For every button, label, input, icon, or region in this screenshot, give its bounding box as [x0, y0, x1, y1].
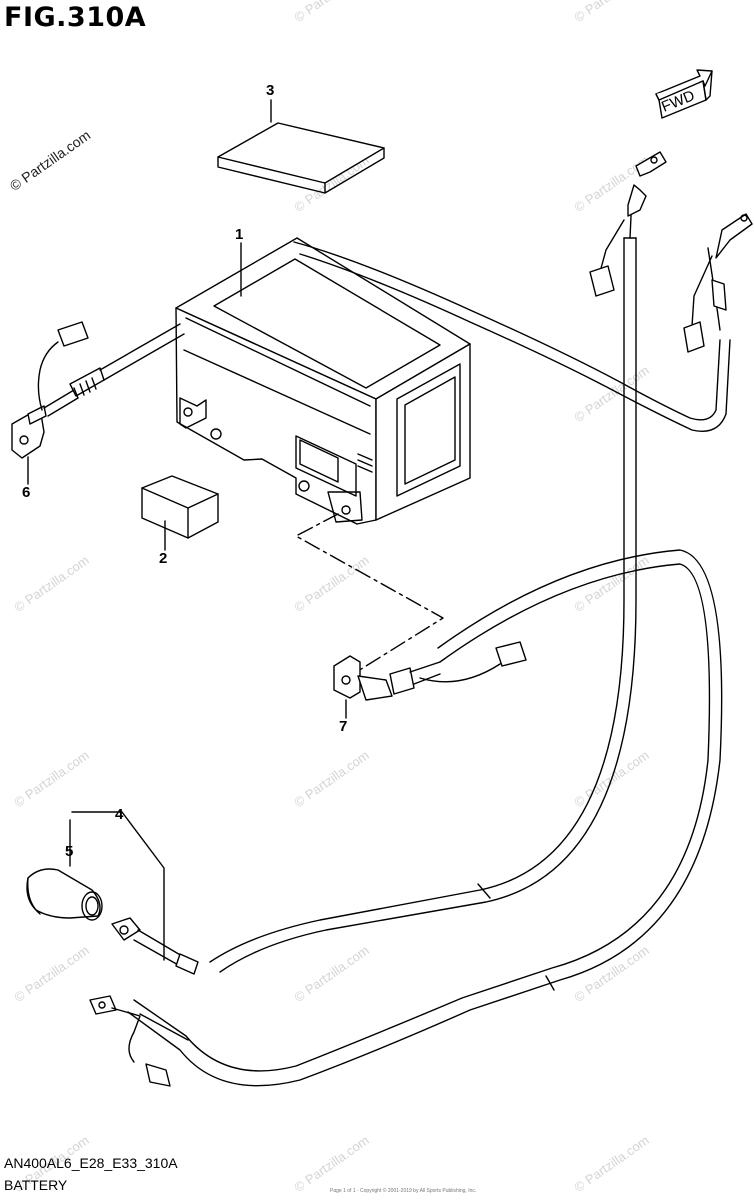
callout-3: 3 [266, 82, 275, 99]
figure-caption: BATTERY [4, 1177, 68, 1193]
top-pad [217, 122, 385, 194]
page-footer: Page 1 of 1 · Copyright © 2001-2019 by A… [330, 1188, 477, 1194]
negative-lead [127, 549, 723, 1087]
fwd-arrow-icon: FWD [655, 69, 713, 119]
positive-terminal-bracket [11, 321, 185, 459]
negative-terminal-bracket [333, 641, 527, 701]
callout-7: 7 [339, 718, 348, 735]
terminal-cover [26, 868, 103, 921]
callout-6: 6 [22, 484, 31, 501]
model-code: AN400AL6_E28_E33_310A [4, 1155, 178, 1171]
sensor-lead [89, 995, 189, 1087]
callout-1: 1 [235, 226, 244, 243]
battery [175, 237, 471, 525]
callout-5: 5 [65, 843, 74, 860]
figure-title: FIG.310A [4, 2, 147, 33]
callout-4: 4 [115, 806, 124, 823]
spacer-block [141, 475, 219, 539]
negative-cable-set [111, 917, 199, 975]
wire-harness [209, 151, 753, 973]
callout-2: 2 [159, 550, 168, 567]
